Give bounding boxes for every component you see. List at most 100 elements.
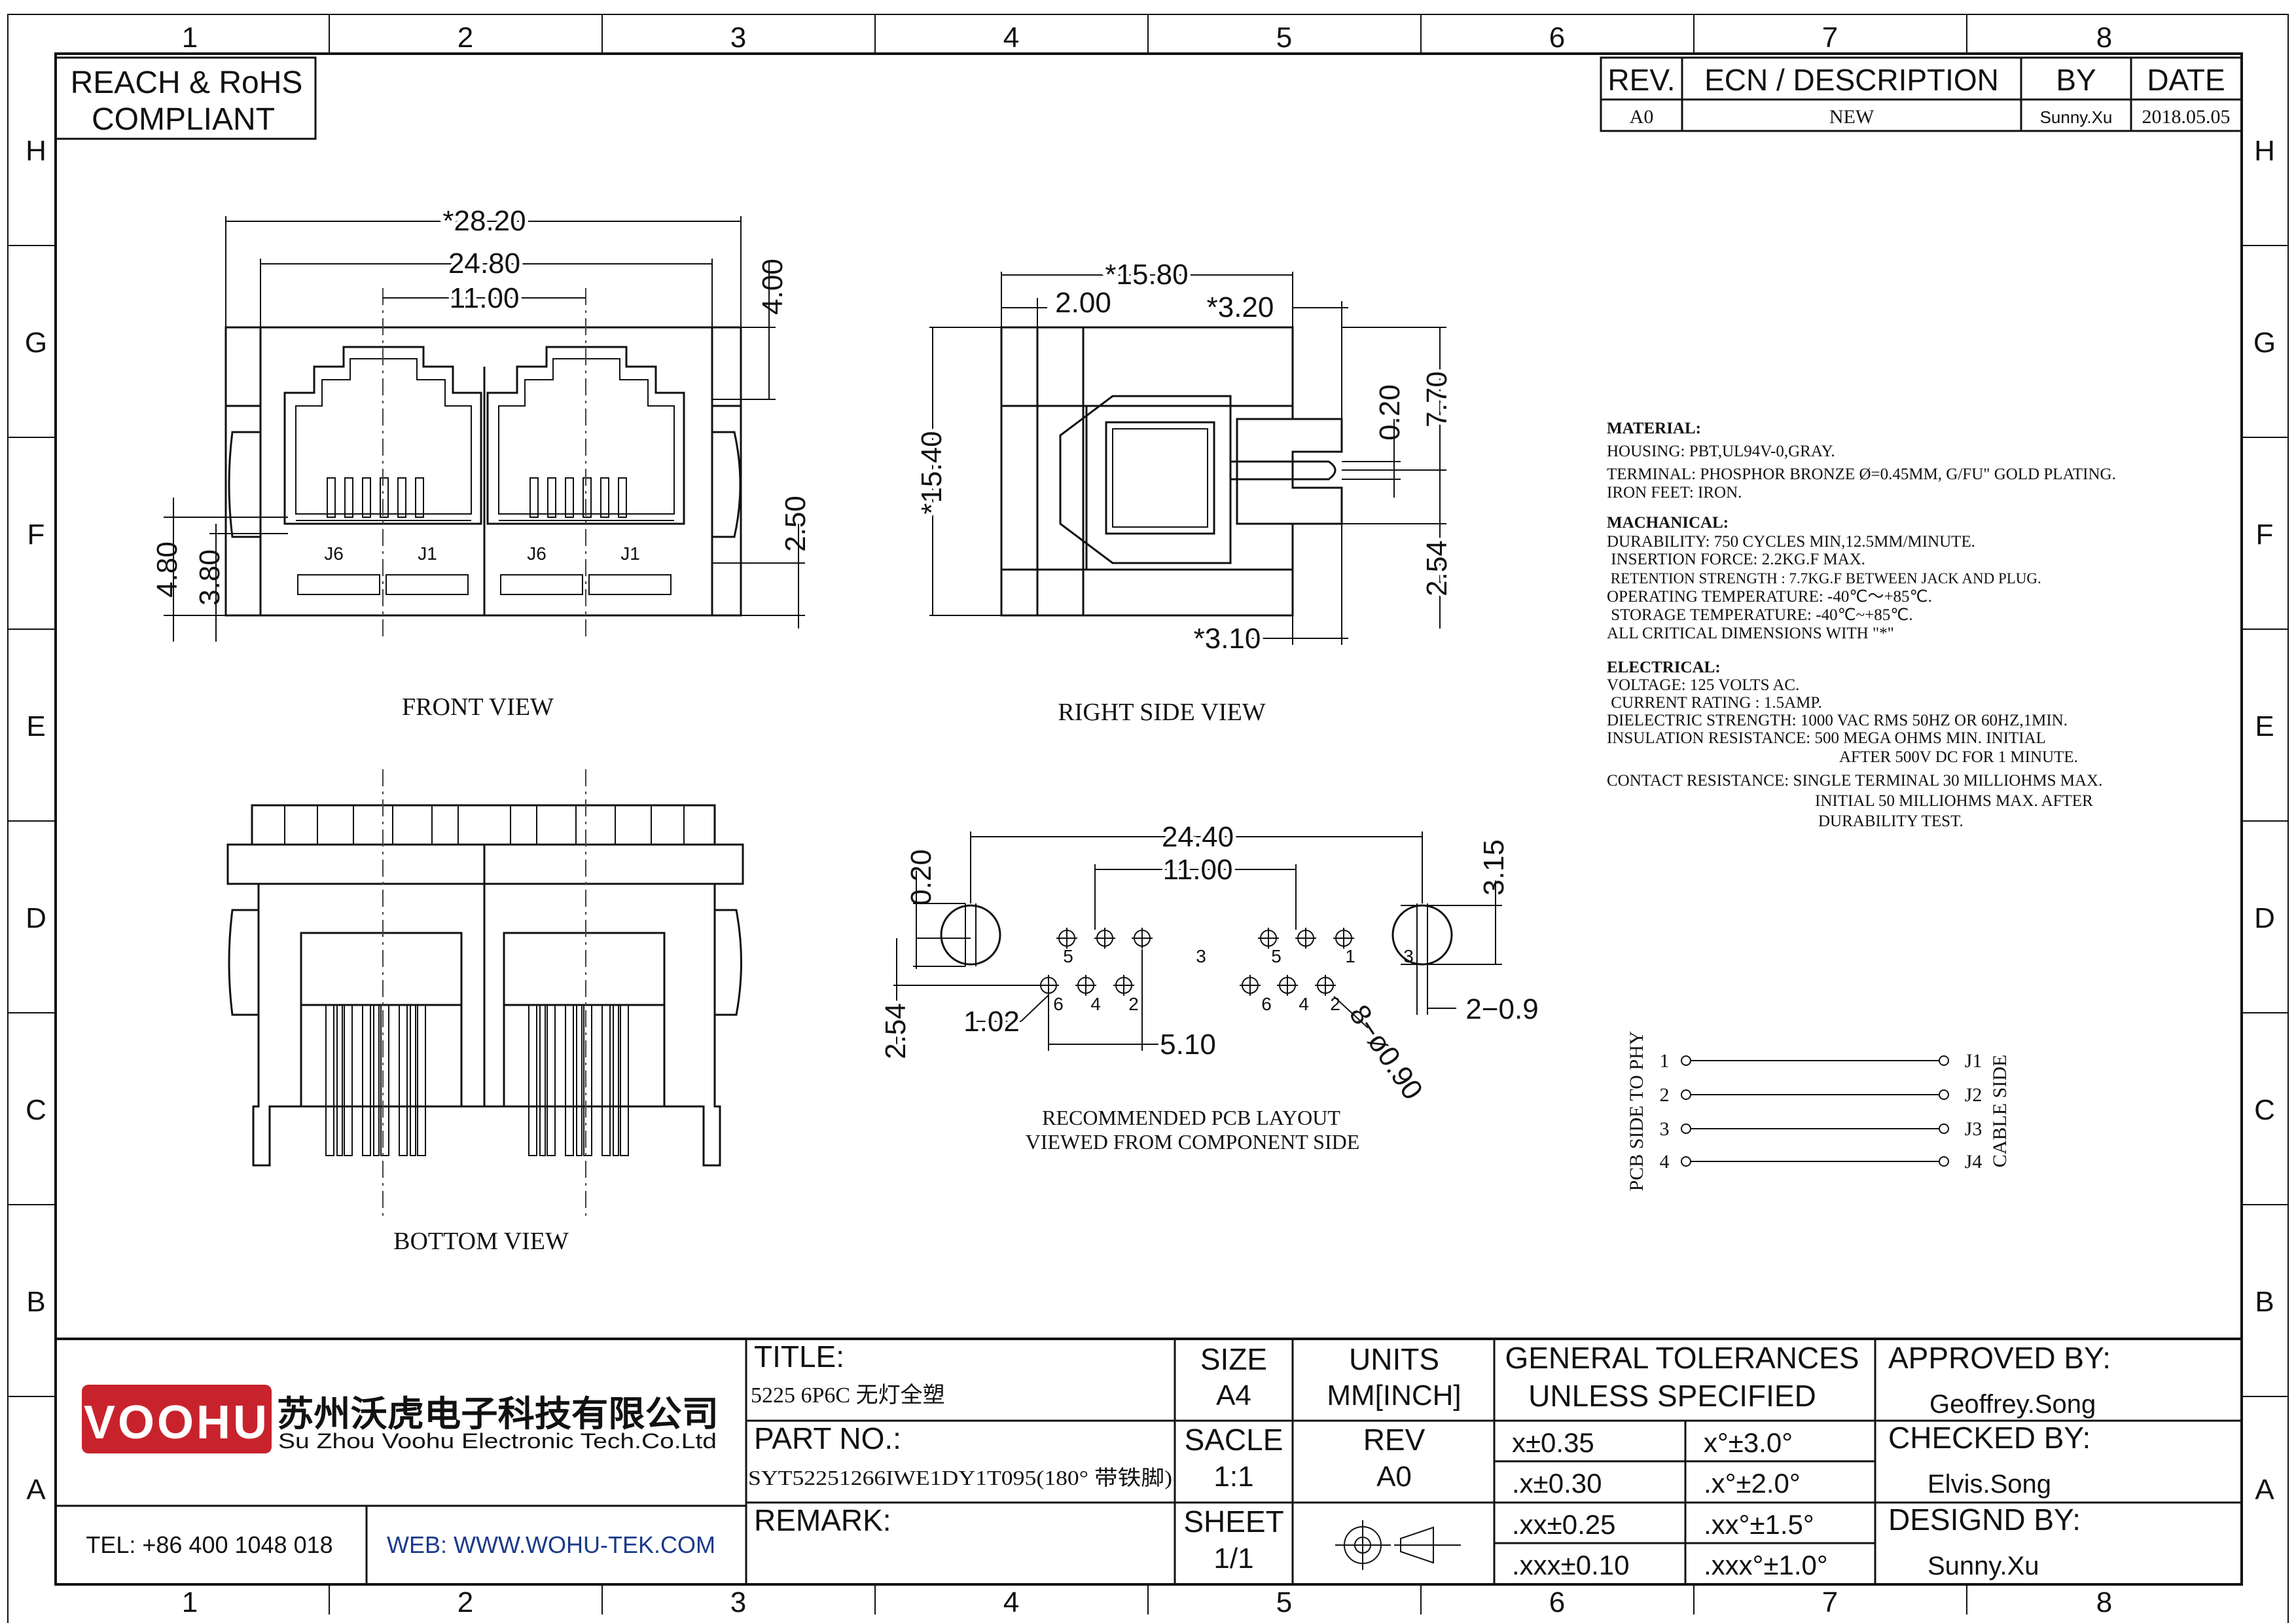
tolerance-angular-3: .xx°±1.5° <box>1704 1509 1814 1540</box>
bottom-view: BOTTOM VIEW <box>226 769 744 1255</box>
row-label-c: C <box>26 1094 46 1126</box>
compliance-line-2: COMPLIANT <box>92 102 275 137</box>
col-label-7-bottom: 7 <box>1822 1586 1838 1618</box>
dim-side-lower: 2.54 <box>1421 540 1453 596</box>
by-header: BY <box>2056 63 2096 97</box>
tolerance-linear-2: .x±0.30 <box>1512 1468 1602 1499</box>
pcb-pin-r5: 5 <box>1271 946 1282 966</box>
scale-value: 1:1 <box>1213 1461 1253 1493</box>
title-label: TITLE: <box>754 1340 844 1374</box>
pcb-caption-line-1: RECOMMENDED PCB LAYOUT <box>1042 1106 1340 1129</box>
row-label-e-right: E <box>2255 710 2274 742</box>
company-web-link[interactable]: WEB: WWW.WOHU-TEK.COM <box>387 1531 715 1558</box>
col-label-6: 6 <box>1549 22 1565 54</box>
spec-electrical-7: INITIAL 50 MILLIOHMS MAX. AFTER <box>1815 792 2093 810</box>
spec-material-3: IRON FEET: IRON. <box>1607 484 1742 501</box>
spec-mechanical-5: STORAGE TEMPERATURE: -40℃~+85℃. <box>1607 606 1913 624</box>
col-label-1: 1 <box>182 22 198 54</box>
row-label-a: A <box>26 1474 46 1506</box>
dim-side-tail-bottom: *3.10 <box>1194 623 1261 655</box>
ecn-header: ECN / DESCRIPTION <box>1704 63 1999 97</box>
row-label-b-right: B <box>2255 1286 2274 1318</box>
dim-side-front: 2.00 <box>1055 287 1111 319</box>
tolerance-linear-1: x±0.35 <box>1512 1427 1594 1458</box>
ecn-value: NEW <box>1829 106 1874 128</box>
pcb-dim-span: 5.10 <box>1160 1029 1216 1061</box>
pcb-dim-row: 2.54 <box>880 1003 912 1059</box>
row-label-g: G <box>25 327 47 359</box>
checked-value: Elvis.Song <box>1928 1470 2051 1499</box>
col-label-8: 8 <box>2096 22 2112 54</box>
pcb-pin-l2: 2 <box>1128 994 1139 1014</box>
spec-mechanical-title: MACHANICAL: <box>1607 514 1729 532</box>
spec-electrical-6: CONTACT RESISTANCE: SINGLE TERMINAL 30 M… <box>1607 772 2102 790</box>
col-label-4: 4 <box>1003 22 1019 54</box>
front-view: *28.20 24.80 11.00 4.00 2.50 4.80 3.80 J… <box>151 202 812 721</box>
revision-table: REV. ECN / DESCRIPTION BY DATE A0 NEW Su… <box>1600 56 2243 132</box>
tolerance-angular-2: .x°±2.0° <box>1704 1468 1801 1499</box>
remark-label: REMARK: <box>754 1503 891 1537</box>
row-label-c-right: C <box>2254 1094 2275 1126</box>
sheet-label: SHEET <box>1183 1504 1283 1539</box>
compliance-box: REACH & RoHS COMPLIANT <box>54 56 317 140</box>
spec-electrical-8: DURABILITY TEST. <box>1818 812 1964 830</box>
row-label-b: B <box>26 1286 45 1318</box>
wire-right-j4: J4 <box>1965 1151 1982 1173</box>
company-logo-text: VOOHU <box>84 1396 270 1449</box>
col-label-6-bottom: 6 <box>1549 1586 1565 1618</box>
dim-side-tail-top: *3.20 <box>1207 291 1274 323</box>
col-label-3: 3 <box>730 22 746 54</box>
col-label-5-bottom: 5 <box>1276 1586 1292 1618</box>
spec-material-1: HOUSING: PBT,UL94V-0,GRAY. <box>1607 443 1835 460</box>
pcb-dim-pin: 1.02 <box>963 1006 1020 1038</box>
dim-side-depth: *15.80 <box>1105 259 1188 291</box>
spec-mechanical-4: OPERATING TEMPERATURE: -40℃～+85℃. <box>1607 588 1932 606</box>
row-label-d-right: D <box>2254 902 2275 934</box>
spec-electrical-2: CURRENT RATING : 1.5AMP. <box>1607 694 1822 712</box>
pin-label-left-j6: J6 <box>324 543 344 564</box>
part-number-label: PART NO.: <box>754 1421 901 1455</box>
spec-mechanical-6: ALL CRITICAL DIMENSIONS WITH "*" <box>1607 625 1894 642</box>
pcb-pin-r6: 6 <box>1261 994 1272 1014</box>
row-label-h: H <box>26 135 46 167</box>
pcb-pin-r4: 4 <box>1299 994 1309 1014</box>
pcb-dim-peg: 3.15 <box>1478 839 1510 896</box>
tolerance-title-1: GENERAL TOLERANCES <box>1505 1341 1859 1375</box>
pin-label-right-j1: J1 <box>620 543 640 564</box>
pcb-pin-l6: 6 <box>1053 994 1064 1014</box>
company-name-en: Su Zhou Voohu Electronic Tech.Co.Ltd <box>278 1429 717 1453</box>
scale-label: SACLE <box>1185 1423 1283 1457</box>
col-label-3-bottom: 3 <box>730 1586 746 1618</box>
dim-right-height: 2.50 <box>780 496 812 552</box>
pin-label-right-j6: J6 <box>527 543 547 564</box>
size-value: A4 <box>1216 1379 1251 1412</box>
pcb-dim-pitch: 11.00 <box>1163 854 1233 886</box>
row-label-f-right: F <box>2256 519 2274 551</box>
date-header: DATE <box>2147 63 2225 97</box>
dim-side-height: *15.40 <box>916 431 948 514</box>
col-label-2-bottom: 2 <box>457 1586 473 1618</box>
by-value: Sunny.Xu <box>2040 107 2113 127</box>
dim-top-height: 4.00 <box>757 259 789 315</box>
rev-value: A0 <box>1630 106 1654 128</box>
row-label-a-right: A <box>2255 1474 2274 1506</box>
col-label-5: 5 <box>1276 22 1292 54</box>
title-block: VOOHU 苏州沃虎电子科技有限公司 Su Zhou Voohu Electro… <box>54 1338 2243 1586</box>
dim-side-upper: 7.70 <box>1421 371 1453 428</box>
pcb-dim-overall: 24.40 <box>1162 821 1234 853</box>
pcb-dim-peg-hole: 2−0.9 <box>1465 993 1538 1025</box>
designed-value: Sunny.Xu <box>1928 1552 2039 1580</box>
row-label-f: F <box>27 519 45 551</box>
company-name-cn: 苏州沃虎电子科技有限公司 <box>277 1395 719 1434</box>
wire-left-1: 1 <box>1660 1050 1670 1072</box>
pcb-peg-label: 3 <box>1403 946 1414 966</box>
spec-electrical-title: ELECTRICAL: <box>1607 659 1721 676</box>
row-label-d: D <box>26 902 46 934</box>
tolerance-linear-3: .xx±0.25 <box>1512 1509 1615 1540</box>
company-logo <box>82 1385 272 1453</box>
sheet-value: 1/1 <box>1213 1542 1253 1575</box>
part-number-value: SYT52251266IWE1DY1T095(180° 带铁脚) <box>748 1466 1172 1489</box>
rev-label: REV <box>1363 1423 1426 1457</box>
spec-electrical-5: AFTER 500V DC FOR 1 MINUTE. <box>1839 748 2078 766</box>
